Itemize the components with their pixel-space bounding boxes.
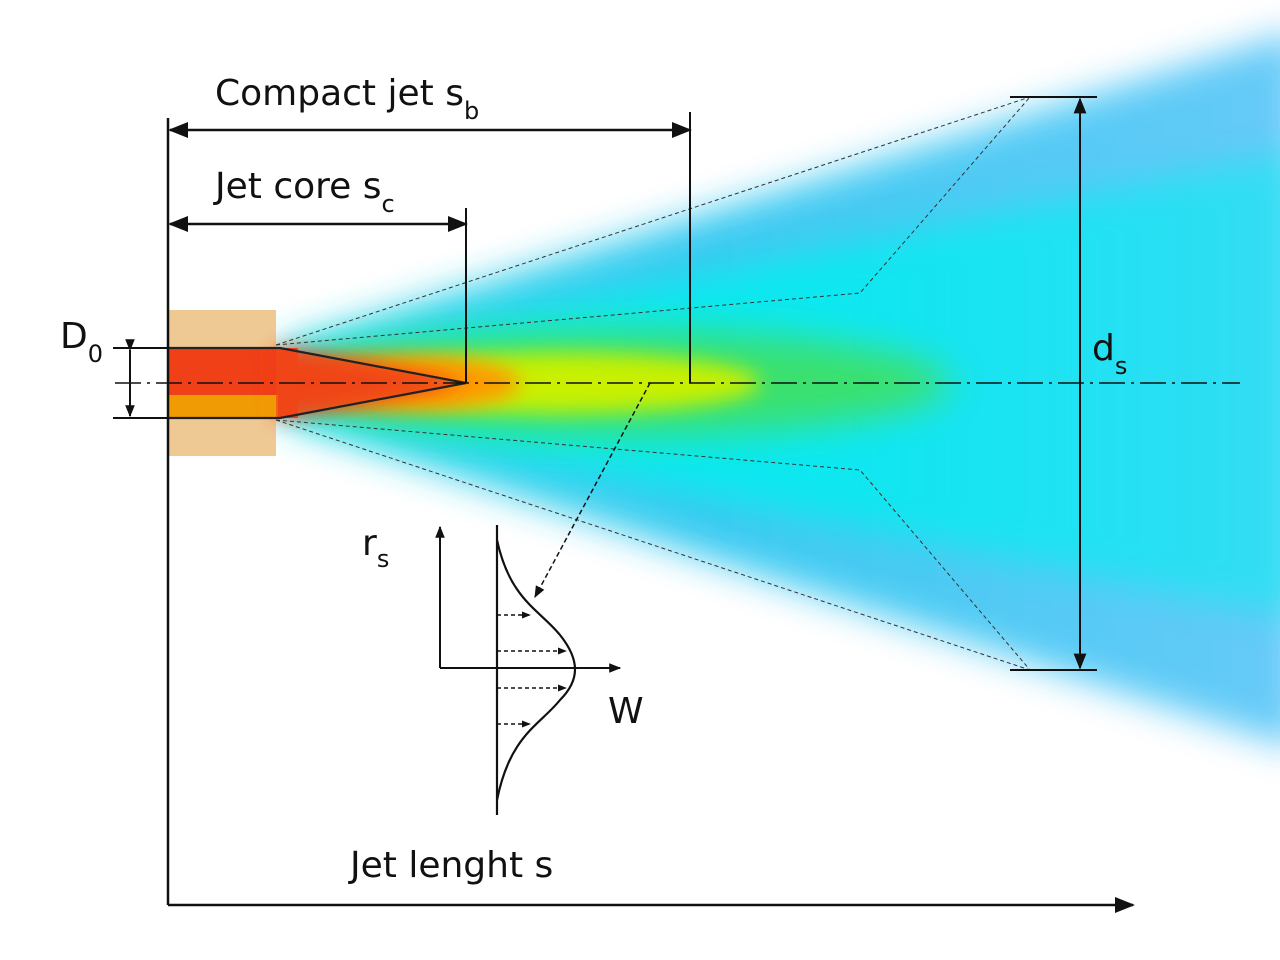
nozzle-diameter-dimension (113, 339, 168, 419)
plume-outline (275, 96, 1031, 671)
radius-axis-label: rs (362, 523, 389, 573)
jet-diameter-dimension (1010, 96, 1097, 671)
compact-jet-label: Compact jet sb (215, 73, 479, 125)
jet-length-label: Jet lenght s (348, 845, 553, 886)
velocity-profile (435, 525, 622, 815)
velocity-axis-label: W (608, 691, 644, 732)
jet-diameter-label: ds (1092, 328, 1127, 380)
profile-pointer (534, 382, 651, 599)
nozzle-diameter-label: D0 (60, 316, 103, 368)
jet-core-label: Jet core sc (213, 166, 395, 218)
